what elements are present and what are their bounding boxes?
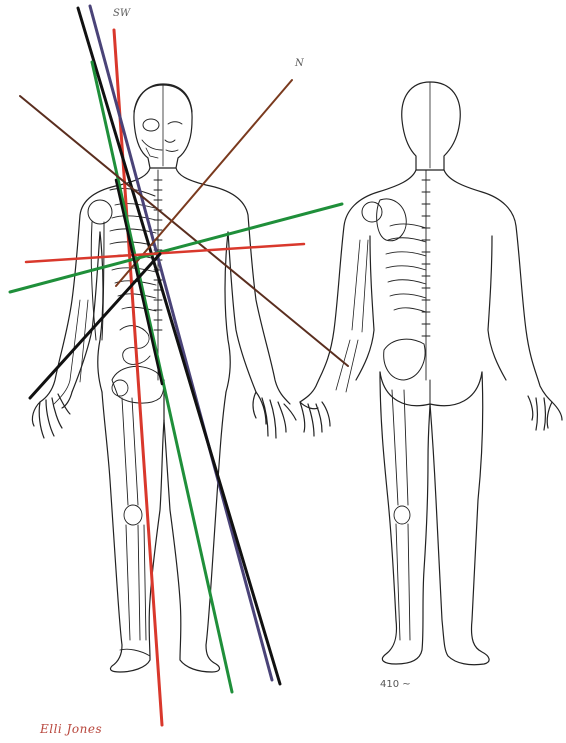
top-label: SW [113,8,130,19]
back-pelvis [384,339,425,380]
colored-lines [10,6,348,725]
red-line-horizontal [26,244,304,262]
back-torso-outline [300,170,416,402]
black-line-short [30,254,160,398]
back-scapula [377,199,407,241]
back-right-hand [528,396,562,430]
signature: Elli Jones [40,722,102,736]
back-left-hand [300,402,330,436]
right-label: N [295,58,304,69]
back-view-figure [300,82,562,665]
back-head-outline [402,82,461,170]
front-left-hand [32,392,72,438]
skull-eye-socket [143,119,159,131]
red-line-vertical [114,30,162,725]
back-buttocks [380,372,482,406]
front-right-hand [253,392,296,438]
front-view-figure [32,84,296,672]
purple-line [90,6,272,680]
brown-line-diagonal-down [20,96,348,366]
back-ribcage [386,224,426,312]
back-spine [422,170,430,380]
plate-number: 410 ~ [380,679,411,690]
front-shoulder-joint [88,200,112,224]
